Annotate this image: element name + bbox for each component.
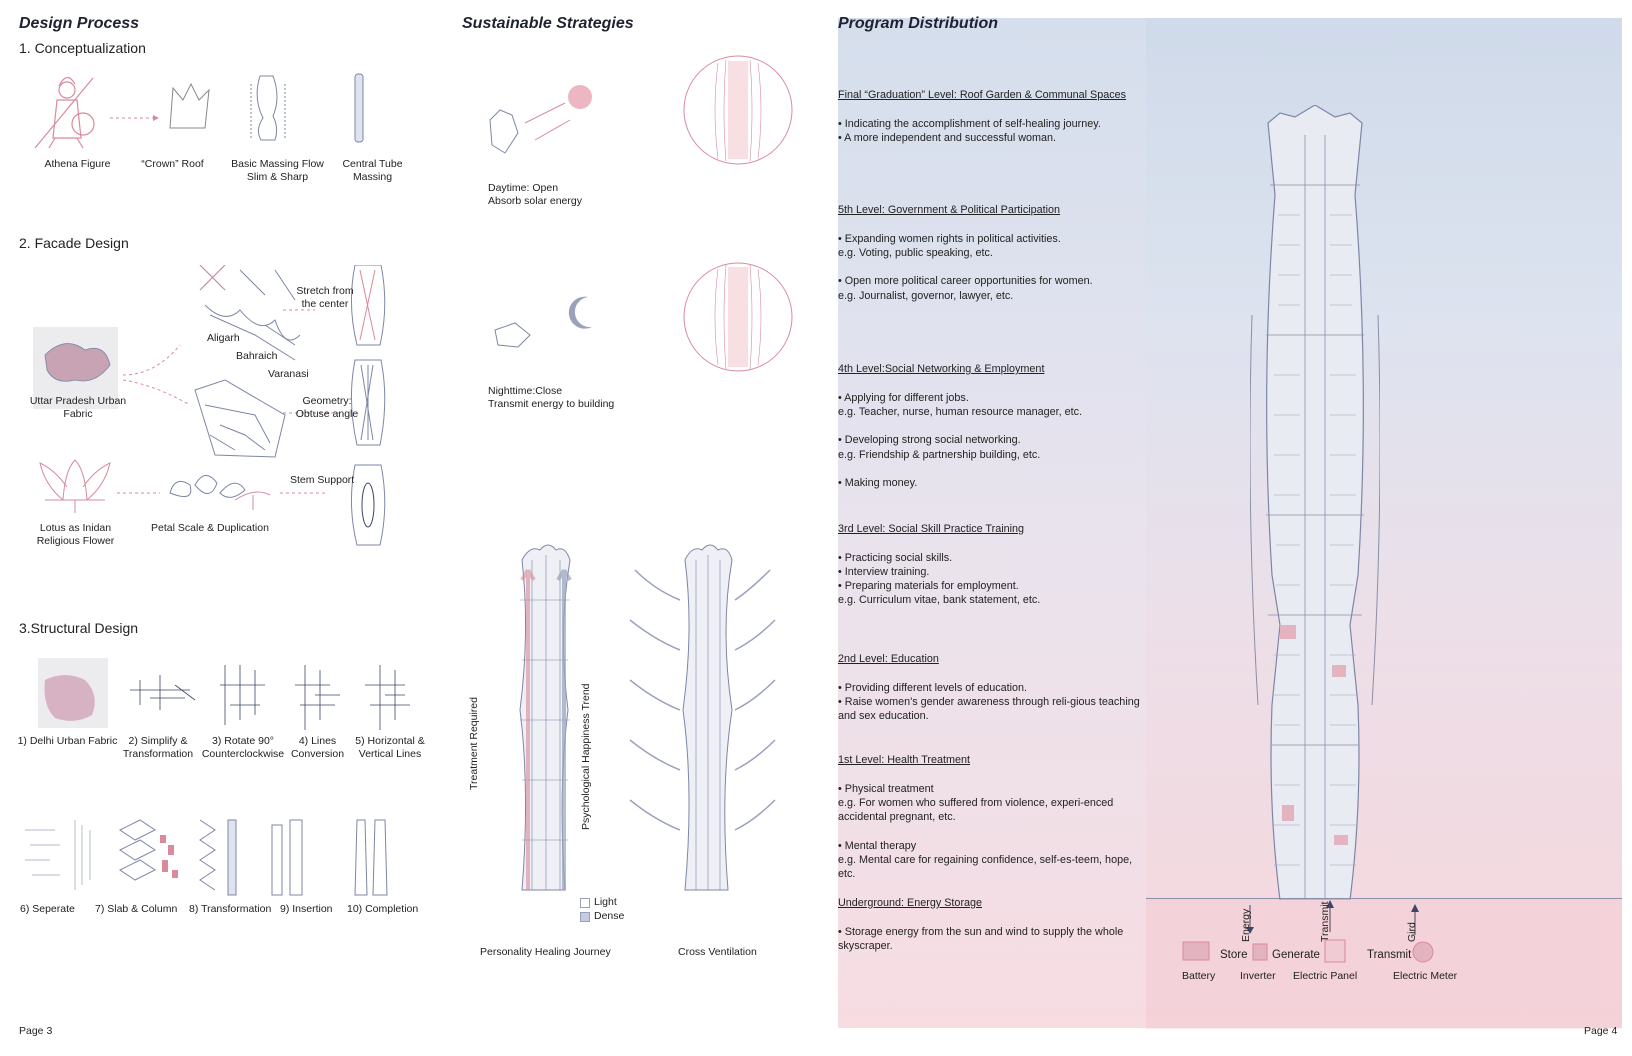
massing-flow-icon bbox=[250, 75, 286, 141]
cross-ventilation-caption: Cross Ventilation bbox=[678, 946, 757, 958]
nighttime-label: Nighttime:Close Transmit energy to build… bbox=[488, 385, 615, 410]
healing-journey-caption: Personality Healing Journey bbox=[480, 946, 611, 958]
lotus-icon bbox=[39, 459, 111, 513]
level-3-heading: 3rd Level: Social Skill Practice Trainin… bbox=[838, 523, 1025, 535]
level-final: Final “Graduation” Level: Roof Garden & … bbox=[838, 88, 1148, 145]
level-3: 3rd Level: Social Skill Practice Trainin… bbox=[838, 522, 1148, 608]
transmit-label: Transmit bbox=[1367, 949, 1412, 961]
wind-arrows-icon bbox=[629, 569, 776, 831]
petal-icon bbox=[169, 475, 246, 498]
level-5-heading: 5th Level: Government & Political Partic… bbox=[838, 204, 1061, 216]
legend-light-label: Light bbox=[594, 896, 617, 908]
structural-design-title: 3.Structural Design bbox=[19, 620, 139, 636]
petal-label: Petal Scale & Duplication bbox=[151, 522, 269, 534]
level-final-heading: Final “Graduation” Level: Roof Garden & … bbox=[838, 89, 1127, 101]
level-1-heading: 1st Level: Health Treatment bbox=[838, 754, 971, 766]
page-number-left: Page 3 bbox=[19, 1025, 53, 1037]
electric-meter-label: Electric Meter bbox=[1393, 970, 1458, 982]
legend-dense-label: Dense bbox=[594, 910, 625, 922]
sun-icon bbox=[568, 85, 592, 109]
tower-sections bbox=[519, 544, 776, 891]
central-tube-label: Central Tube Massing bbox=[342, 158, 403, 183]
up-map-label: Uttar Pradesh Urban Fabric bbox=[29, 395, 127, 420]
step-1-label: 1) Delhi Urban Fabric bbox=[17, 735, 118, 747]
sustainable-strategies-title: Sustainable Strategies bbox=[462, 15, 634, 32]
stretch-label: Stretch from the center bbox=[296, 285, 354, 310]
inverter-icon bbox=[1252, 943, 1268, 961]
panel-open-icon bbox=[489, 109, 519, 154]
tower-section-drawing bbox=[1250, 105, 1380, 900]
facade-open-circle bbox=[683, 55, 793, 165]
city-bahraich: Bahraich bbox=[236, 350, 278, 362]
program-text-panel bbox=[838, 18, 1146, 1028]
athena-figure-icon bbox=[34, 76, 95, 149]
facade-stretch-icon bbox=[350, 265, 386, 546]
step-4-label: 4) Lines Conversion bbox=[290, 735, 345, 760]
stem-label: Stem Support bbox=[290, 474, 355, 486]
athena-figure-label: Athena Figure bbox=[44, 158, 111, 170]
crown-roof-label: “Crown” Roof bbox=[141, 158, 204, 170]
level-4-heading: 4th Level:Social Networking & Employment bbox=[838, 363, 1045, 375]
step-2-label: 2) Simplify & Transformation bbox=[122, 735, 194, 760]
level-underground-heading: Underground: Energy Storage bbox=[838, 897, 983, 909]
battery-icon bbox=[1182, 941, 1210, 961]
page-number-right: Page 4 bbox=[1584, 1025, 1618, 1037]
facade-drawings bbox=[33, 265, 386, 546]
moon-icon bbox=[568, 296, 592, 329]
central-tube-icon bbox=[354, 73, 364, 143]
electric-panel-icon bbox=[1324, 939, 1346, 963]
step-8-label: 8) Transformation bbox=[189, 903, 272, 915]
energy-vertical-label: Energy bbox=[1240, 908, 1252, 942]
generate-label: Generate bbox=[1272, 949, 1320, 961]
battery-label: Battery bbox=[1182, 970, 1216, 982]
city-aligarh: Aligarh bbox=[207, 332, 240, 344]
healing-tower bbox=[519, 544, 571, 891]
step-10-label: 10) Completion bbox=[347, 903, 419, 915]
electric-panel-label: Electric Panel bbox=[1293, 970, 1358, 982]
level-4: 4th Level:Social Networking & Employment… bbox=[838, 362, 1148, 491]
step-7-label: 7) Slab & Column bbox=[95, 903, 178, 915]
conceptualization-drawings bbox=[34, 73, 364, 149]
conceptualization-title: 1. Conceptualization bbox=[19, 40, 146, 56]
ground-line bbox=[1146, 898, 1622, 1029]
step-5-label: 5) Horizontal & Vertical Lines bbox=[355, 735, 425, 760]
level-2-heading: 2nd Level: Education bbox=[838, 653, 939, 665]
design-process-title: Design Process bbox=[19, 15, 140, 32]
level-1: 1st Level: Health Treatment • Physical t… bbox=[838, 753, 1148, 882]
strategy-drawings bbox=[489, 55, 793, 372]
electric-meter-icon bbox=[1412, 941, 1434, 963]
facade-design-title: 2. Facade Design bbox=[19, 235, 129, 251]
energy-devices bbox=[1182, 900, 1434, 963]
store-label: Store bbox=[1220, 949, 1248, 961]
geometry-label: Geometry: Obtuse angle bbox=[295, 395, 359, 420]
panel-closed-icon bbox=[494, 322, 531, 348]
transmit-vertical-label: Transmit bbox=[1319, 901, 1331, 942]
axis-treatment-label: Treatment Required bbox=[468, 697, 480, 790]
level-5: 5th Level: Government & Political Partic… bbox=[838, 203, 1148, 303]
legend-light-swatch bbox=[580, 898, 590, 908]
axis-happiness-label: Psychological Happiness Trend bbox=[580, 683, 592, 831]
massing-flow-label: Basic Massing Flow Slim & Sharp bbox=[231, 158, 324, 183]
level-2: 2nd Level: Education • Providing differe… bbox=[838, 652, 1148, 723]
step-6-label: 6) Seperate bbox=[20, 903, 75, 915]
program-distribution-title: Program Distribution bbox=[838, 15, 999, 32]
legend-dense-swatch bbox=[580, 912, 590, 922]
facade-closed-circle bbox=[683, 262, 793, 372]
step-3-label: 3) Rotate 90° Counterclockwise bbox=[201, 735, 285, 760]
ventilation-tower bbox=[682, 544, 733, 891]
level-underground: Underground: Energy Storage • Storage en… bbox=[838, 896, 1148, 953]
daytime-label: Daytime: Open Absorb solar energy bbox=[488, 182, 582, 207]
city-varanasi: Varanasi bbox=[268, 368, 309, 380]
step-9-label: 9) Insertion bbox=[280, 903, 333, 915]
structural-drawings bbox=[25, 658, 410, 896]
grid-vertical-label: Gird bbox=[1406, 922, 1418, 942]
lotus-label: Lotus as Inidan Religious Flower bbox=[36, 522, 115, 547]
inverter-label: Inverter bbox=[1240, 970, 1276, 982]
crown-roof-icon bbox=[169, 82, 210, 129]
